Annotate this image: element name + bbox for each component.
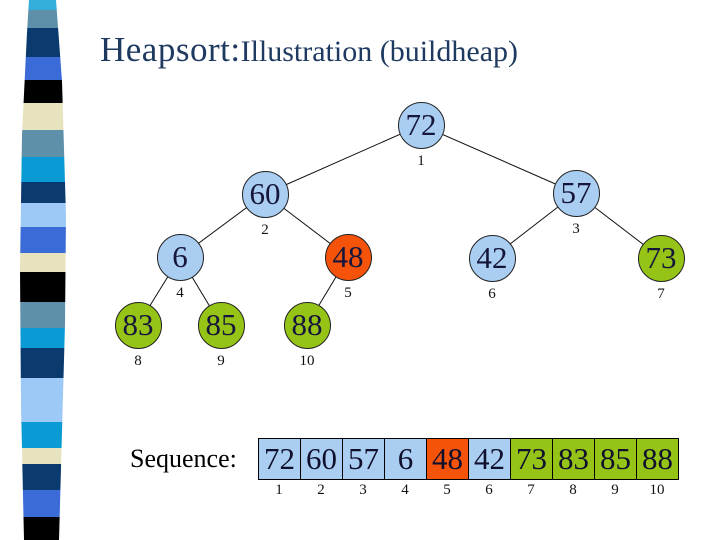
ribbon-band	[20, 103, 66, 130]
ribbon-band	[20, 57, 66, 80]
tree-node-index-4: 4	[176, 285, 184, 301]
sequence-index-1: 1	[275, 482, 283, 498]
ribbon-band	[20, 253, 66, 272]
tree-node-index-7: 7	[657, 286, 665, 302]
tree-node-index-8: 8	[134, 353, 142, 369]
sequence-index-4: 4	[401, 482, 409, 498]
tree-node-83: 83	[114, 301, 162, 349]
sequence-index-7: 7	[527, 482, 535, 498]
ribbon-band	[20, 28, 66, 57]
ribbon-band	[20, 10, 66, 28]
sequence-cell-6: 42	[468, 438, 511, 480]
sequence-index-10: 10	[649, 482, 665, 498]
sequence-index-row: 1 2 3 4 5 6 7 8 9 10	[258, 482, 678, 499]
ribbon-band	[20, 130, 66, 157]
sequence-cell-7: 73	[510, 438, 553, 480]
ribbon-band	[20, 302, 66, 328]
tree-node-57: 57	[552, 169, 600, 217]
title-sub: Illustration (buildheap)	[240, 35, 519, 68]
sequence-cell-2: 60	[300, 438, 343, 480]
slide-title: Heapsort:Illustration (buildheap)	[100, 30, 518, 70]
decorative-ribbon	[20, 0, 66, 540]
ribbon-band	[20, 157, 66, 182]
ribbon-band	[20, 80, 66, 103]
tree-node-index-3: 3	[572, 221, 580, 237]
sequence-cell-8: 83	[552, 438, 595, 480]
tree-node-73: 73	[637, 234, 685, 282]
tree-node-60: 60	[241, 170, 289, 218]
sequence-index-9: 9	[611, 482, 619, 498]
ribbon-band	[20, 182, 66, 203]
tree-node-85: 85	[197, 301, 245, 349]
sequence-cell-10: 88	[636, 438, 679, 480]
tree-edge	[420, 124, 577, 194]
tree-node-42: 42	[468, 234, 516, 282]
tree-node-6: 6	[156, 233, 204, 281]
ribbon-band	[20, 227, 66, 253]
sequence-index-6: 6	[485, 482, 493, 498]
sequence-index-5: 5	[443, 482, 451, 498]
ribbon-band	[20, 517, 66, 540]
sequence-index-3: 3	[359, 482, 367, 498]
tree-node-index-10: 10	[299, 353, 315, 369]
ribbon-band	[20, 272, 66, 302]
sequence-cell-1: 72	[258, 438, 301, 480]
ribbon-band	[20, 422, 66, 448]
tree-node-index-9: 9	[217, 353, 225, 369]
ribbon-band	[20, 348, 66, 378]
ribbon-band	[20, 490, 66, 517]
ribbon-band	[20, 464, 66, 490]
sequence-cell-9: 85	[594, 438, 637, 480]
tree-edge	[264, 124, 422, 195]
tree-node-72: 72	[397, 101, 445, 149]
sequence-index-8: 8	[569, 482, 577, 498]
tree-node-index-6: 6	[488, 286, 496, 302]
tree-node-index-5: 5	[344, 285, 352, 301]
ribbon-band	[20, 328, 66, 348]
ribbon-band	[20, 378, 66, 422]
sequence-cell-5: 48	[426, 438, 469, 480]
ribbon-band	[20, 448, 66, 464]
tree-node-index-2: 2	[261, 222, 269, 238]
sequence-cell-4: 6	[384, 438, 427, 480]
tree-node-48: 48	[324, 233, 372, 281]
title-main: Heapsort:	[100, 30, 241, 69]
tree-node-88: 88	[283, 301, 331, 349]
sequence-cell-3: 57	[342, 438, 385, 480]
sequence-index-2: 2	[317, 482, 325, 498]
tree-node-index-1: 1	[417, 153, 425, 169]
ribbon-band	[20, 0, 66, 10]
ribbon-band	[20, 203, 66, 227]
sequence-label: Sequence:	[130, 444, 237, 473]
